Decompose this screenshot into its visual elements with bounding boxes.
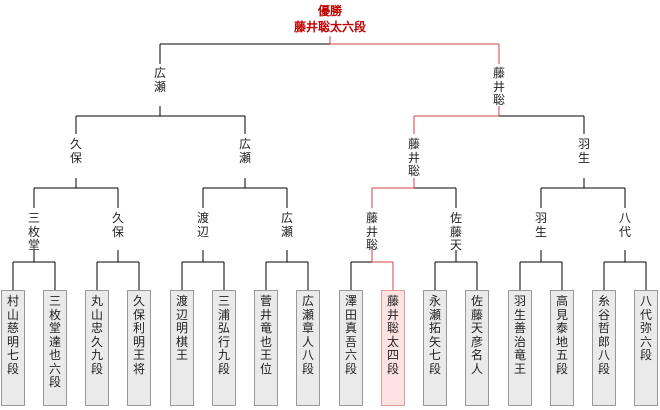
- player-box[interactable]: 澤田真吾六段: [339, 290, 363, 406]
- player-box[interactable]: 糸谷哲郎八段: [592, 290, 616, 406]
- player-box[interactable]: 丸山忠久九段: [85, 290, 109, 406]
- player-box[interactable]: 久保利明王将: [127, 290, 151, 406]
- quarterfinal-label-8: 八代: [618, 211, 631, 239]
- semifinal-label-3: 藤井聡: [407, 137, 420, 178]
- semifinal-label-1: 久保: [69, 137, 82, 165]
- player-box[interactable]: 羽生善治竜王: [508, 290, 532, 406]
- player-box[interactable]: 高見泰地五段: [550, 290, 574, 406]
- final-label-right: 藤井聡: [492, 66, 505, 107]
- player-box-winner[interactable]: 藤井聡太四段: [381, 290, 405, 406]
- player-box[interactable]: 村山慈明七段: [1, 290, 25, 406]
- champion-caption: 優勝: [317, 4, 343, 18]
- quarterfinal-label-6: 佐藤天: [449, 211, 462, 252]
- quarterfinal-label-3: 渡辺: [196, 211, 209, 239]
- champion-heading: 優勝 藤井聡太六段: [294, 3, 366, 35]
- final-label-left: 広瀬: [153, 66, 166, 94]
- champion-name: 藤井聡太六段: [293, 20, 367, 34]
- quarterfinal-label-4: 広瀬: [280, 211, 293, 239]
- semifinal-label-4: 羽生: [577, 137, 590, 165]
- quarterfinal-label-1: 三枚堂: [27, 211, 40, 252]
- quarterfinal-label-7: 羽生: [534, 211, 547, 239]
- player-box[interactable]: 菅井竜也王位: [254, 290, 278, 406]
- player-box[interactable]: 八代 弥六段: [634, 290, 658, 406]
- player-box[interactable]: 三浦弘行九段: [212, 290, 236, 406]
- player-box[interactable]: 三枚堂達也六段: [43, 290, 67, 406]
- quarterfinal-label-2: 久保: [111, 211, 124, 239]
- quarterfinal-label-5: 藤井聡: [365, 211, 378, 252]
- player-box[interactable]: 永瀬拓矢七段: [423, 290, 447, 406]
- player-box[interactable]: 佐藤天彦名人: [465, 290, 489, 406]
- player-box[interactable]: 渡辺 明棋王: [170, 290, 194, 406]
- semifinal-label-2: 広瀬: [238, 137, 251, 165]
- player-box[interactable]: 広瀬章人八段: [296, 290, 320, 406]
